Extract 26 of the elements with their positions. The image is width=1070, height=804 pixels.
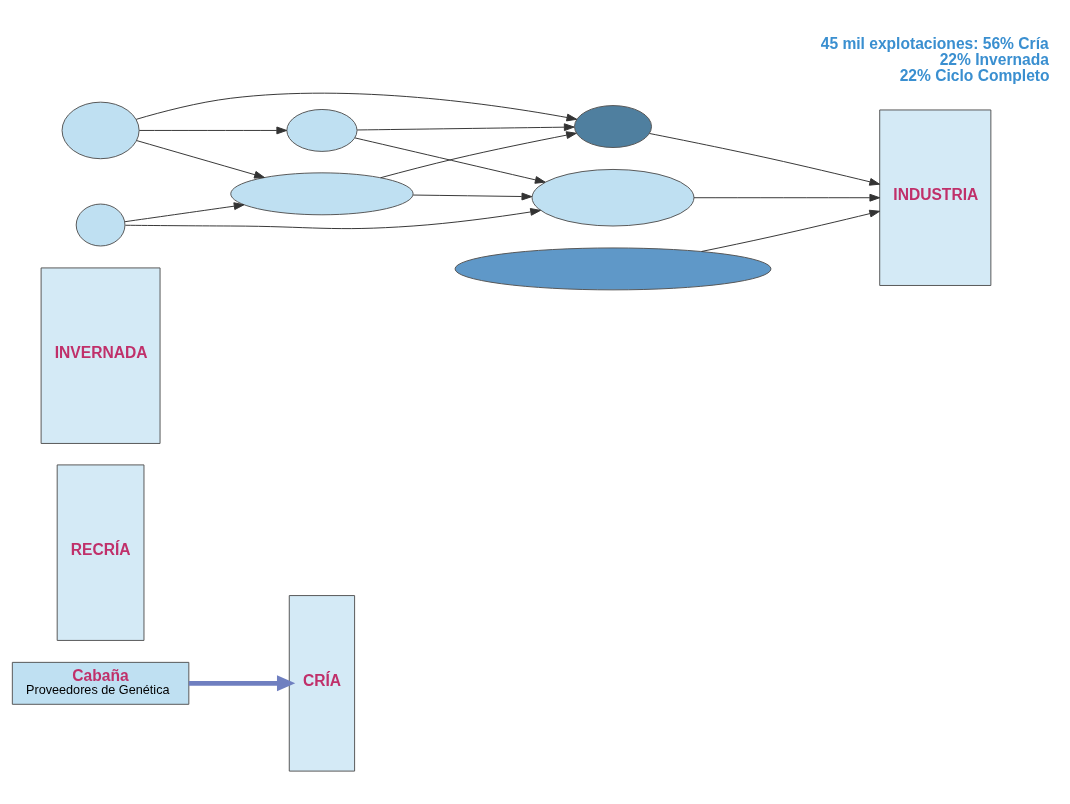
node-box: Cabaña Proveedores de Genética	[11, 661, 190, 705]
node-ellipse	[61, 101, 140, 159]
arrow	[693, 193, 881, 202]
node-box: INVERNADA	[40, 266, 161, 444]
arrow	[124, 201, 245, 222]
node-box: INDUSTRIA	[879, 108, 992, 286]
arrow	[136, 139, 265, 179]
node-ellipse	[454, 246, 772, 290]
arrow	[356, 122, 575, 131]
arrow	[135, 92, 578, 121]
node-box: CRÍA	[288, 594, 356, 772]
arrow	[354, 136, 546, 184]
arrow	[188, 674, 296, 691]
arrow	[124, 207, 541, 229]
arrow	[138, 126, 288, 134]
arrow	[380, 130, 577, 178]
label: 22% Ciclo Completo	[899, 66, 1050, 84]
label: 45 mil explotaciones: 56% Cría	[820, 34, 1049, 52]
node-ellipse	[574, 104, 652, 148]
node-ellipse	[286, 108, 358, 152]
arrow	[649, 132, 881, 186]
node-box: RECRÍA	[56, 463, 145, 641]
arrow	[701, 209, 881, 252]
arrow	[412, 192, 533, 200]
node-ellipse	[75, 203, 126, 246]
label: 22% Invernada	[939, 50, 1049, 68]
